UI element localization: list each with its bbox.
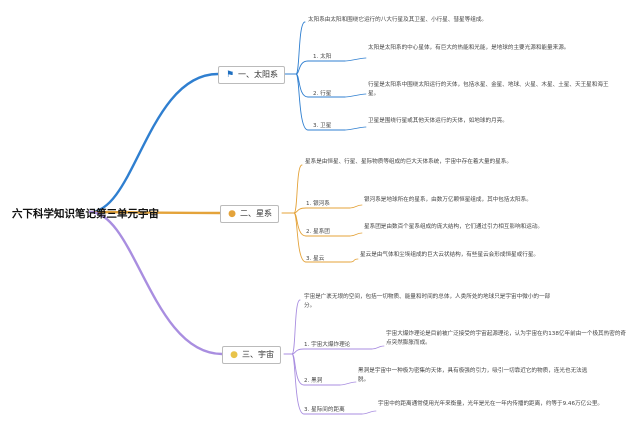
topic-universe[interactable]: ● 三、宇宙 — [222, 346, 281, 364]
subtopic-milky-way[interactable]: 1. 银河系 — [306, 201, 330, 207]
subtopic-connector — [293, 212, 307, 263]
intro-connector — [293, 164, 303, 214]
topic-label: 一、太阳系 — [238, 70, 278, 79]
topic-solar-system[interactable]: ⚑ 一、太阳系 — [218, 66, 285, 84]
subtopic-connector — [295, 60, 309, 75]
detail-text: 黑洞是宇宙中一种极为密集的天体，具有极强的引力，吸引一切靠近它的物质，连光也无法… — [358, 368, 588, 383]
subtopic-connector — [291, 348, 305, 355]
detail-connector — [361, 410, 377, 415]
detail-connector — [339, 381, 357, 386]
flag-icon: ⚑ — [225, 70, 235, 80]
intro-text: 太阳系由太阳和围绕它运行的八大行星及其卫星、小行星、彗星等组成。 — [308, 17, 488, 23]
subtopic-connector — [291, 353, 305, 415]
subtopic-interstellar-distance[interactable]: 3. 星际间的距离 — [304, 407, 345, 413]
subtopic-galaxy-cluster[interactable]: 2. 星系团 — [306, 229, 330, 235]
detail-text: 银河系是地球所在的星系，由数万亿颗恒星组成，其中包括太阳系。 — [364, 197, 532, 203]
detail-text: 宇宙中的距离通常使用光年来衡量，光年是光在一年内传播的距离，约等于9.46万亿公… — [378, 401, 604, 407]
subtopic-big-bang[interactable]: 1. 宇宙大爆炸理论 — [304, 342, 351, 348]
intro-connector — [295, 21, 306, 75]
branch-connector — [88, 210, 224, 356]
root-topic[interactable]: 六下科学知识笔记第三单元宇宙 — [12, 208, 159, 220]
detail-connector — [349, 258, 359, 263]
detail-connector — [344, 126, 367, 131]
intro-text: 星系是由恒星、行星、星际物质等组成的巨大天体系统，宇宙中存在着大量的星系。 — [305, 159, 512, 165]
detail-text: 太阳是太阳系的中心星体，有巨大的热能和光能，是地球的主要光源和能量来源。 — [368, 45, 570, 51]
lightbulb-icon: ● — [228, 209, 236, 219]
topic-galaxies[interactable]: ● 二、星系 — [220, 205, 279, 223]
detail-text: 卫星是围绕行星或其他天体运行的天体，如地球的月亮。 — [368, 118, 508, 124]
detail-connector — [344, 93, 367, 98]
topic-label: 二、星系 — [240, 209, 272, 218]
detail-text: 星云是由气体和尘埃组成的巨大云状结构，有些星云会形成恒星或行星。 — [360, 252, 540, 258]
subtopic-planets[interactable]: 2. 行星 — [313, 91, 332, 97]
branch-connector — [88, 72, 220, 214]
subtopic-sun[interactable]: 1. 太阳 — [313, 54, 332, 60]
subtopic-connector — [295, 73, 309, 98]
subtopic-connector — [295, 73, 309, 131]
detail-connector — [344, 57, 367, 62]
branch-connector — [88, 210, 222, 215]
intro-connector — [291, 299, 301, 355]
detail-text: 星系团是由数百个星系组成的庞大结构，它们通过引力相互影响和运动。 — [364, 224, 544, 230]
subtopic-connector — [293, 212, 307, 237]
detail-text: 宇宙大爆炸理论是目前被广泛接受的宇宙起源理论，认为宇宙在约138亿年前由一个极其… — [386, 331, 627, 346]
subtopic-nebula[interactable]: 3. 星云 — [306, 256, 325, 262]
detail-connector — [371, 345, 385, 350]
lightbulb-icon: ● — [230, 350, 238, 360]
topic-label: 三、宇宙 — [242, 350, 274, 359]
subtopic-connector — [293, 207, 307, 214]
intro-text: 宇宙是广袤无垠的空间，包括一切物质、能量和时间的总体，人类所处的地球只是宇宙中微… — [304, 294, 551, 309]
detail-connector — [349, 204, 363, 209]
detail-text: 行星是太阳系中围绕太阳运行的天体，包括水星、金星、地球、火星、木星、土星、天王星… — [368, 82, 609, 97]
detail-connector — [349, 232, 363, 237]
subtopic-black-hole[interactable]: 2. 黑洞 — [304, 378, 323, 384]
subtopic-satellites[interactable]: 3. 卫星 — [313, 123, 332, 129]
